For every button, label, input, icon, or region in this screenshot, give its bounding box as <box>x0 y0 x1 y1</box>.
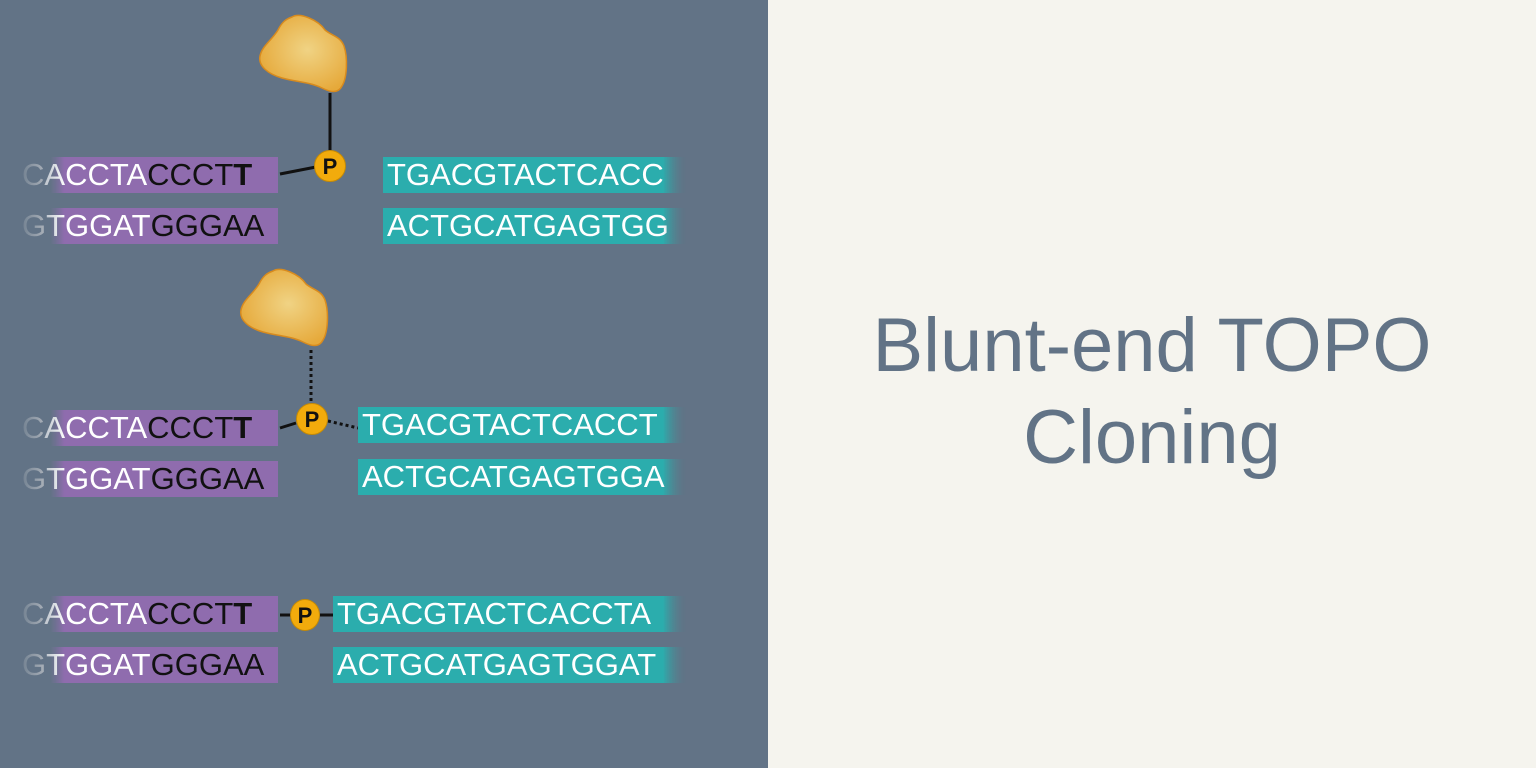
topoisomerase-icon <box>259 14 348 93</box>
insert-bottom-strand: GTGGATGGGAA <box>22 647 278 683</box>
title-panel: Blunt-end TOPO Cloning <box>768 0 1536 768</box>
phosphate-icon: P <box>314 150 346 182</box>
insert-bottom-strand: GTGGATGGGAA <box>22 208 278 244</box>
phosphodiester-bond <box>279 165 317 176</box>
connectors-layer <box>240 14 359 617</box>
topoisomerase-icon <box>240 268 329 347</box>
title-line-2: Cloning <box>1023 395 1281 480</box>
vector-top-strand: TGACGTACTCACCT <box>358 407 687 443</box>
page-title: Blunt-end TOPO Cloning <box>768 300 1536 484</box>
insert-top-strand: CACCTACCCTT <box>22 410 278 446</box>
insert-bottom-strand: GTGGATGGGAA <box>22 461 278 497</box>
phosphate-icon: P <box>290 599 320 631</box>
vector-bottom-strand: ACTGCATGAGTGGAT <box>333 647 687 683</box>
vector-bottom-strand: ACTGCATGAGTGGA <box>358 459 687 495</box>
vector-top-strand: TGACGTACTCACCTA <box>333 596 687 632</box>
phosphate-icon: P <box>296 403 328 435</box>
vector-bottom-strand: ACTGCATGAGTGG <box>383 208 687 244</box>
diagram-panel: CACCTACCCTT GTGGATGGGAA P TGACGTACTCACC … <box>0 0 768 768</box>
forming-bond <box>327 419 359 430</box>
phosphodiester-bond <box>279 421 297 430</box>
insert-top-strand: CACCTACCCTT <box>22 157 278 193</box>
insert-top-strand: CACCTACCCTT <box>22 596 278 632</box>
vector-top-strand: TGACGTACTCACC <box>383 157 687 193</box>
title-line-1: Blunt-end TOPO <box>872 303 1432 388</box>
